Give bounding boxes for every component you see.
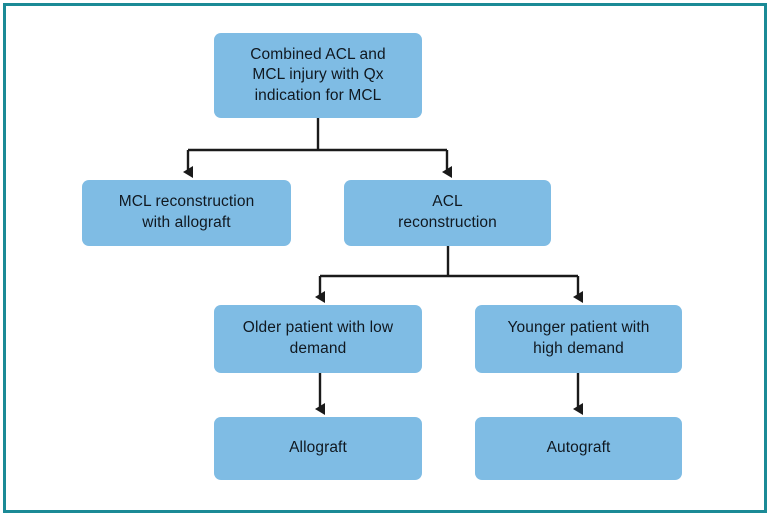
older-patient-node: Older patient with low demand (214, 305, 422, 373)
combined-injury-line-3: indication for MCL (254, 86, 382, 104)
older-patient-line-2: demand (289, 340, 347, 357)
allograft-label: Allograft (289, 439, 347, 457)
autograft-label: Autograft (546, 439, 611, 457)
autograft-node: Autograft (475, 417, 682, 480)
mcl-reconstruction-line-2: with allograft (142, 214, 231, 231)
younger-patient-line-2: high demand (533, 340, 624, 357)
acl-reconstruction-line-2: reconstruction (398, 214, 497, 231)
combined-injury-node: Combined ACL and MCL injury with Qx indi… (214, 33, 422, 118)
younger-patient-node: Younger patient with high demand (475, 305, 682, 373)
mcl-reconstruction-node: MCL reconstruction with allograft (82, 180, 291, 246)
combined-injury-line-2: MCL injury with Qx (252, 66, 384, 84)
acl-reconstruction-line-1: ACL (432, 193, 463, 211)
younger-patient-line-1: Younger patient with (507, 319, 650, 337)
older-patient-line-1: Older patient with low (242, 319, 394, 337)
combined-injury-line-1: Combined ACL and (250, 45, 386, 63)
mcl-reconstruction-line-1: MCL reconstruction (118, 193, 255, 211)
acl-reconstruction-node: ACL reconstruction (344, 180, 551, 246)
allograft-node: Allograft (214, 417, 422, 480)
